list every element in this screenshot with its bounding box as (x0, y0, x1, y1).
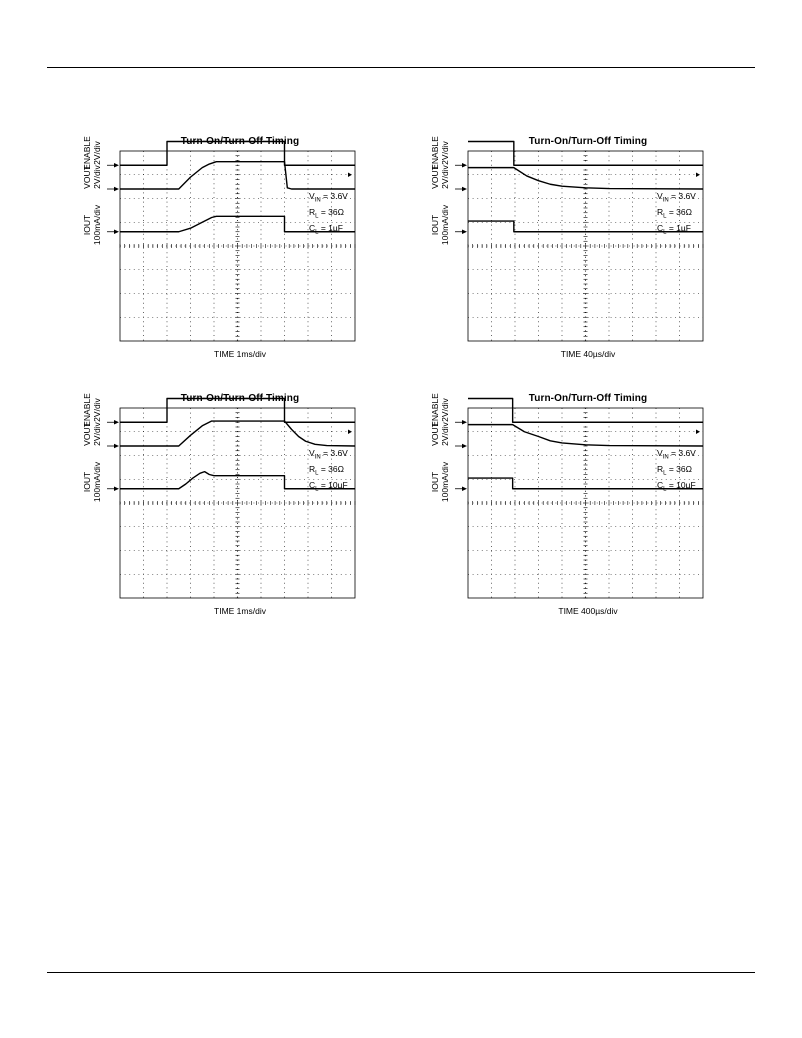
scope-plot (107, 140, 356, 342)
ground-marker-arrow (114, 163, 119, 168)
subscript: L (315, 229, 319, 236)
trace-iout (468, 477, 703, 490)
condition-line: RL = 36Ω (309, 464, 344, 477)
trace-enable (468, 397, 703, 423)
trace-enable (468, 140, 703, 166)
ground-marker-arrow (114, 443, 119, 449)
ground-marker-arrow (462, 486, 467, 491)
trace-scale: 100mA/div (440, 204, 450, 245)
subscript: L (315, 470, 319, 477)
trace-vout (120, 160, 355, 190)
scope-plot (107, 397, 356, 599)
subscript: IN (314, 198, 321, 205)
subscript: IN (662, 455, 669, 462)
conditions-note: VIN = 3.6V RL = 36Ω CL = 10µF (309, 448, 348, 495)
condition-line: CL = 10µF (309, 479, 348, 493)
ground-marker-arrow (462, 186, 467, 192)
trace-name: IOUT (82, 471, 92, 492)
conditions-note: VIN = 3.6V RL = 36Ω CL = 1µF (657, 191, 696, 238)
ground-marker-arrow (462, 229, 467, 234)
subscript: L (315, 213, 319, 220)
trace-enable (120, 140, 355, 166)
condition-line: VIN = 3.6V (657, 191, 696, 205)
footer-rule (47, 972, 755, 973)
scope-plot (455, 397, 704, 599)
condition-line: VIN = 3.6V (309, 448, 348, 462)
trigger-marker (696, 429, 700, 434)
subscript: L (663, 213, 667, 220)
trace-vout (468, 166, 704, 190)
trace-vout (468, 423, 704, 447)
subscript: L (663, 229, 667, 236)
subscript: L (663, 486, 667, 493)
trace-scale: 100mA/div (92, 204, 102, 245)
x-axis-label: TIME 1ms/div (214, 606, 266, 616)
conditions-note: VIN = 3.6V RL = 36Ω CL = 1µF (309, 191, 348, 238)
chart-title: Turn-On/Turn-Off Timing (528, 393, 648, 404)
subscript: L (663, 470, 667, 477)
conditions-note: VIN = 3.6V RL = 36Ω CL = 10µF (657, 448, 696, 495)
condition-line: RL = 36Ω (657, 464, 692, 477)
trace-name: IOUT (430, 214, 440, 235)
trace-vout (120, 420, 356, 447)
trigger-marker (696, 172, 700, 177)
trace-iout (120, 215, 355, 233)
condition-line: VIN = 3.6V (309, 191, 348, 205)
scope-plot (455, 140, 704, 342)
condition-line: RL = 36Ω (657, 207, 692, 220)
x-axis-label: TIME 40µs/div (560, 349, 616, 359)
trace-scale: 100mA/div (440, 461, 450, 502)
condition-line: CL = 10µF (657, 479, 696, 493)
trace-enable (120, 397, 355, 423)
condition-line: RL = 36Ω (309, 207, 344, 220)
ground-marker-arrow (462, 443, 467, 449)
trigger-marker (348, 172, 352, 177)
header-rule (47, 67, 755, 68)
subscript: IN (662, 198, 669, 205)
subscript: L (315, 486, 319, 493)
trace-iout (120, 470, 355, 490)
trace-iout (468, 220, 703, 233)
subscript: IN (314, 455, 321, 462)
trigger-marker (348, 429, 352, 434)
ground-marker-arrow (114, 229, 119, 234)
trace-scale: 100mA/div (92, 461, 102, 502)
ground-marker-arrow (114, 420, 119, 425)
ground-marker-arrow (114, 186, 119, 192)
condition-line: VIN = 3.6V (657, 448, 696, 462)
chart-title: Turn-On/Turn-Off Timing (528, 136, 648, 147)
condition-line: CL = 1µF (657, 222, 691, 236)
x-axis-label: TIME 1ms/div (214, 349, 266, 359)
trace-name: IOUT (82, 214, 92, 235)
ground-marker-arrow (462, 420, 467, 425)
ground-marker-arrow (114, 486, 119, 491)
condition-line: CL = 1µF (309, 222, 343, 236)
x-axis-label: TIME 400µs/div (558, 606, 618, 616)
ground-marker-arrow (462, 163, 467, 168)
trace-name: IOUT (430, 471, 440, 492)
